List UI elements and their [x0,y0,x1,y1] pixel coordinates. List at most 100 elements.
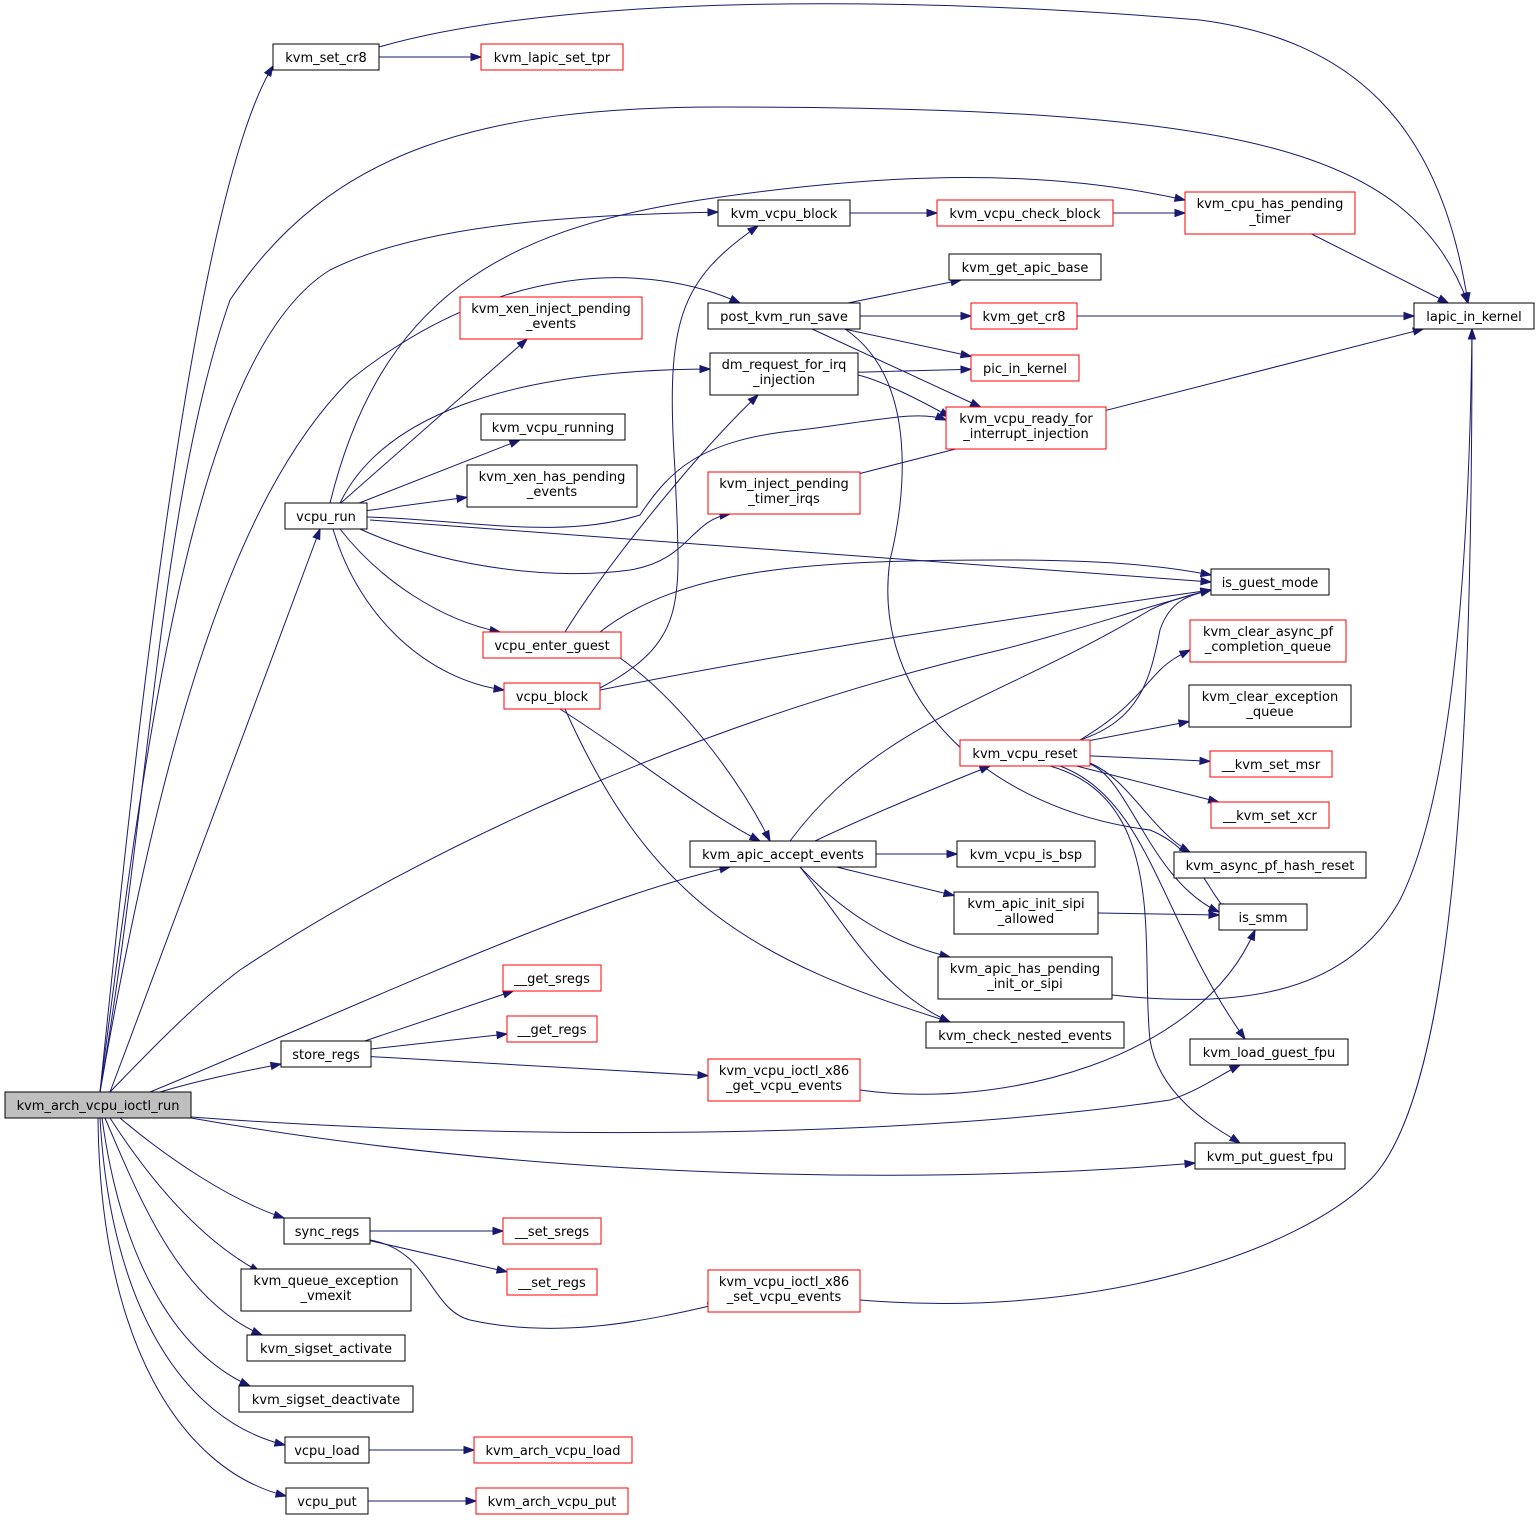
node-box [473,1436,633,1464]
edge-post-kvm-run-save-to-get-apic-base-line [847,279,962,304]
node-box [480,413,626,441]
node-dm-request[interactable]: dm_request_for_irq_injection [709,352,859,396]
node-root[interactable]: kvm_arch_vcpu_ioctl_run [4,1091,192,1119]
edge-accept-events-to-init-sipi-allowed [836,866,956,898]
node-cpu-has-pending-timer[interactable]: kvm_cpu_has_pending_timer [1184,191,1356,235]
node-init-sipi-allowed[interactable]: kvm_apic_init_sipi_allowed [953,891,1099,935]
node-label: kvm_arch_vcpu_load [486,1444,621,1459]
node-store-regs[interactable]: store_regs [280,1040,372,1068]
node-label: kvm_async_pf_hash_reset [1186,859,1355,874]
node-box [707,302,861,330]
node-ready-for-irq[interactable]: kvm_vcpu_ready_for_interrupt_injection [945,406,1107,450]
node-is-smm[interactable]: is_smm [1218,903,1308,931]
edge-sync-regs-to-set-regs [369,1240,509,1274]
edge-vcpu-reset-to-is-smm-arrowhead [1207,903,1221,913]
node-queue-exc-vmexit[interactable]: kvm_queue_exception_vmexit [240,1268,412,1312]
node-label: _init_or_sipi [986,977,1063,992]
node-clear-exception[interactable]: kvm_clear_exception_queue [1188,684,1352,728]
node-vcpu-is-bsp[interactable]: kvm_vcpu_is_bsp [956,840,1096,868]
node-inject-timer-irqs[interactable]: kvm_inject_pending_timer_irqs [707,471,861,515]
node-vcpu-block-kvm[interactable]: kvm_vcpu_block [717,199,851,227]
edge-vcpu-run-to-vcpu-running-arrowhead [508,439,522,448]
edge-accept-events-to-init-sipi-allowed-line [836,866,955,896]
node-clear-async-pf[interactable]: kvm_clear_async_pf_completion_queue [1189,619,1347,663]
node-set-xcr[interactable]: __kvm_set_xcr [1210,801,1330,829]
node-label: kvm_sigset_activate [260,1342,392,1357]
edge-store-regs-to-get-sregs [364,990,515,1042]
node-label: __get_regs [517,1023,587,1038]
edge-set-vcpu-events-to-lapic-in-kernel [859,327,1477,1304]
node-check-block[interactable]: kvm_vcpu_check_block [936,199,1114,227]
node-sigset-activate[interactable]: kvm_sigset_activate [246,1334,406,1362]
node-vcpu-running[interactable]: kvm_vcpu_running [480,413,626,441]
node-async-pf-hash-reset[interactable]: kvm_async_pf_hash_reset [1173,851,1367,879]
node-label: __kvm_set_msr [1221,758,1321,773]
edge-set-cr8-to-lapic-in-kernel [378,3,1471,305]
node-set-regs[interactable]: __set_regs [506,1268,598,1296]
node-box [689,840,877,868]
edge-root-to-vcpu-load [99,1117,287,1447]
node-label: _get_vcpu_events [725,1079,842,1094]
node-arch-vcpu-put[interactable]: kvm_arch_vcpu_put [475,1487,629,1515]
node-get-regs[interactable]: __get_regs [506,1015,598,1043]
node-arch-vcpu-load[interactable]: kvm_arch_vcpu_load [473,1436,633,1464]
node-label: kvm_vcpu_check_block [949,207,1101,222]
edge-has-pending-init-to-lapic-in-kernel-line [1111,328,1473,1000]
node-set-sregs[interactable]: __set_sregs [502,1217,602,1245]
edge-accept-events-to-is-guest-mode-arrowhead [1199,588,1213,597]
node-is-guest-mode[interactable]: is_guest_mode [1210,568,1330,596]
node-put-guest-fpu[interactable]: kvm_put_guest_fpu [1194,1142,1346,1170]
edge-cpu-has-pending-timer-to-lapic-in-kernel-arrowhead [1436,294,1450,304]
node-vcpu-block[interactable]: vcpu_block [503,682,601,710]
node-accept-events[interactable]: kvm_apic_accept_events [689,840,877,868]
node-load-guest-fpu[interactable]: kvm_load_guest_fpu [1189,1038,1349,1066]
node-check-nested[interactable]: kvm_check_nested_events [925,1021,1125,1049]
node-post-kvm-run-save[interactable]: post_kvm_run_save [707,302,861,330]
node-set-vcpu-events[interactable]: kvm_vcpu_ioctl_x86_set_vcpu_events [707,1269,861,1313]
node-xen-has-pending[interactable]: kvm_xen_has_pending_events [466,464,638,508]
node-vcpu-put[interactable]: vcpu_put [285,1487,369,1515]
node-label: kvm_vcpu_running [492,421,614,436]
edge-root-to-post-kvm-run-save-line [99,277,741,1093]
edge-root-to-sync-regs-line [119,1117,285,1219]
node-box [959,739,1091,767]
node-vcpu-enter-guest[interactable]: vcpu_enter_guest [482,631,622,659]
node-vcpu-reset[interactable]: kvm_vcpu_reset [959,739,1091,767]
node-label: kvm_arch_vcpu_ioctl_run [17,1099,180,1114]
node-sync-regs[interactable]: sync_regs [283,1217,371,1245]
node-lapic-in-kernel[interactable]: lapic_in_kernel [1413,302,1535,330]
node-label: _interrupt_injection [962,427,1089,442]
node-vcpu-load[interactable]: vcpu_load [284,1436,370,1464]
edge-vcpu-run-to-cpu-has-pending-timer [329,177,1187,504]
node-set-msr[interactable]: __kvm_set_msr [1209,750,1333,778]
node-get-sregs[interactable]: __get_sregs [502,964,602,992]
node-get-apic-base[interactable]: kvm_get_apic_base [948,253,1102,281]
node-box [707,1269,861,1313]
edge-vcpu-run-to-dm-request-line [339,368,711,504]
node-xen-inject[interactable]: kvm_xen_inject_pending_events [459,296,643,340]
edge-root-to-sigset-deactivate-line [101,1117,251,1387]
node-lapic-set-tpr[interactable]: kvm_lapic_set_tpr [480,43,624,71]
node-label: _queue [1245,705,1293,720]
node-label: vcpu_run [296,510,356,525]
edge-vcpu-put-to-arch-vcpu-put [368,1496,478,1506]
node-box [1218,903,1308,931]
edge-accept-events-to-vcpu-reset-arrowhead [978,765,992,774]
edge-root-to-sigset-activate-line [104,1117,263,1336]
node-get-vcpu-events[interactable]: kvm_vcpu_ioctl_x86_get_vcpu_events [707,1058,861,1102]
node-vcpu-run[interactable]: vcpu_run [284,502,368,530]
node-label: __set_sregs [514,1225,589,1240]
edge-accept-events-to-has-pending-init [799,866,952,959]
node-pic-in-kernel[interactable]: pic_in_kernel [970,354,1080,382]
node-has-pending-init[interactable]: kvm_apic_has_pending_init_or_sipi [937,956,1113,1000]
edge-vcpu-block-to-accept-events-arrowhead [748,832,762,842]
node-sigset-deactivate[interactable]: kvm_sigset_deactivate [238,1385,414,1413]
node-box [717,199,851,227]
edge-root-to-store-regs-arrowhead [269,1061,283,1071]
node-box [956,840,1096,868]
node-set-cr8[interactable]: kvm_set_cr8 [272,43,380,71]
edge-vcpu-enter-guest-to-dm-request [564,393,760,633]
node-label: _completion_queue [1204,640,1331,655]
node-get-cr8[interactable]: kvm_get_cr8 [970,302,1078,330]
edge-vcpu-reset-to-async-pf-hash-reset-line [1089,762,1191,853]
